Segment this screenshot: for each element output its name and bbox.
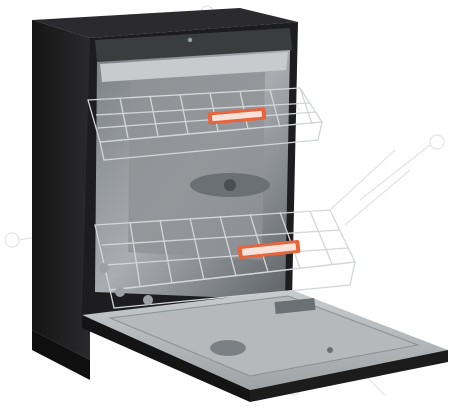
door-edge: [82, 315, 250, 402]
cabinet-base: [32, 330, 90, 380]
door-inner-panel: [108, 295, 420, 377]
rack-wheels: [99, 263, 153, 305]
panel-indicator: [187, 37, 193, 43]
cabinet-top: [32, 8, 298, 38]
tub-back-wall: [128, 72, 265, 260]
lower-rack-tag-label: [241, 243, 297, 256]
rinse-aid-cap: [327, 347, 333, 353]
lower-rack: [94, 209, 356, 309]
control-panel: [95, 28, 292, 62]
upper-rack-tag-label: [211, 110, 263, 122]
spray-arm-hub: [224, 179, 236, 191]
detergent-dispenser: [210, 340, 246, 356]
upper-rack: [87, 87, 324, 161]
door-latch: [274, 297, 316, 315]
door-front-edge: [250, 350, 448, 402]
tub-top-rim: [100, 52, 288, 82]
cabinet-side: [32, 20, 90, 360]
